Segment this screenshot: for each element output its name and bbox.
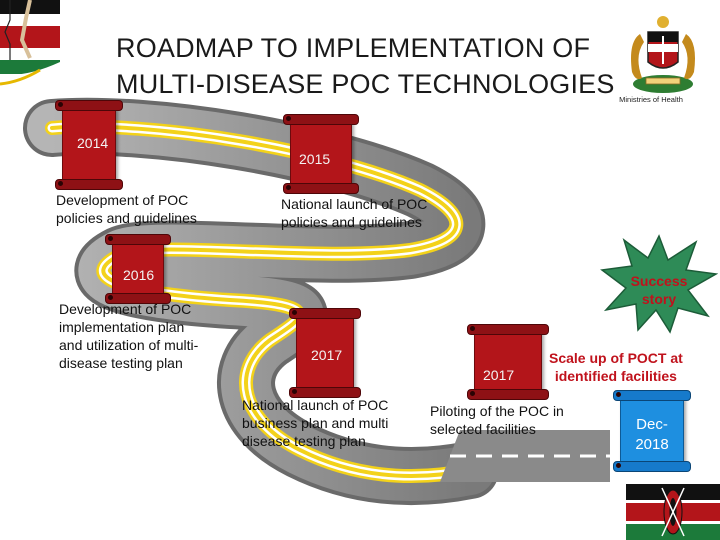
dec-line-1: Dec- bbox=[636, 416, 668, 433]
dec-2018-label: Dec- 2018 bbox=[621, 415, 683, 455]
success-story-label: Success story bbox=[624, 272, 694, 308]
milestone-2015-line-1: National launch of POC bbox=[281, 196, 428, 212]
scale-up-text: Scale up of POCT at identified facilitie… bbox=[549, 349, 683, 385]
year-2017-pilot: 2017 bbox=[483, 367, 515, 383]
year-2014: 2014 bbox=[77, 135, 109, 151]
milestone-2015-line-2: policies and guidelines bbox=[281, 214, 422, 230]
scroll-roll-top bbox=[283, 114, 359, 125]
milestone-2017-launch-text: National launch of POC business plan and… bbox=[242, 396, 388, 450]
scale-up-line-2: identified facilities bbox=[554, 368, 677, 384]
success-line-2: story bbox=[641, 291, 677, 307]
milestone-2015-text: National launch of POC policies and guid… bbox=[281, 195, 427, 231]
dec-line-2: 2018 bbox=[635, 436, 669, 453]
milestone-2016-line-2: implementation plan bbox=[59, 319, 185, 335]
milestone-2017-launch-line-3: disease testing plan bbox=[242, 433, 366, 449]
success-line-1: Success bbox=[630, 273, 688, 289]
page-title: ROADMAP TO IMPLEMENTATION OF MULTI-DISEA… bbox=[116, 30, 616, 102]
kenya-flag-icon bbox=[626, 484, 720, 540]
scroll-2014: 2014 bbox=[55, 100, 123, 190]
scroll-roll-bottom bbox=[55, 179, 123, 190]
scroll-2017-pilot: 2017 bbox=[467, 324, 549, 400]
milestone-2014-line-1: Development of POC bbox=[56, 192, 189, 208]
scroll-roll-bottom bbox=[105, 293, 171, 304]
success-star-icon bbox=[600, 234, 718, 334]
scroll-roll-bottom bbox=[613, 461, 691, 472]
scroll-2016: 2016 bbox=[105, 234, 171, 304]
milestone-2014-line-2: policies and guidelines bbox=[56, 210, 197, 226]
year-2015: 2015 bbox=[299, 151, 331, 167]
milestone-2017-launch-line-1: National launch of POC bbox=[242, 397, 389, 413]
scroll-roll-top bbox=[105, 234, 171, 245]
kenya-flag-stripes-top bbox=[0, 0, 60, 110]
milestone-2014-text: Development of POC policies and guidelin… bbox=[56, 191, 197, 227]
scroll-2017-launch: 2017 bbox=[289, 308, 361, 398]
scroll-roll-top bbox=[55, 100, 123, 111]
scroll-2015: 2015 bbox=[283, 114, 359, 194]
title-line-2: MULTI-DISEASE POC TECHNOLOGIES bbox=[116, 69, 615, 99]
milestone-2017-launch-line-2: business plan and multi bbox=[242, 415, 389, 431]
milestone-2016-line-3: and utilization of multi- bbox=[59, 337, 199, 353]
milestone-2017-pilot-line-2: selected facilities bbox=[430, 421, 536, 437]
scroll-roll-bottom bbox=[283, 183, 359, 194]
scale-up-line-1: Scale up of POCT at bbox=[549, 350, 683, 366]
year-2016: 2016 bbox=[123, 267, 155, 283]
scroll-dec-2018: Dec- 2018 bbox=[613, 390, 691, 472]
milestone-2016-line-4: disease testing plan bbox=[59, 355, 183, 371]
year-2017-launch: 2017 bbox=[311, 347, 343, 363]
milestone-2016-text: Development of POC implementation plan a… bbox=[59, 300, 198, 372]
ministry-label: Ministries of Health bbox=[619, 95, 683, 104]
scroll-roll-bottom bbox=[289, 387, 361, 398]
coat-of-arms-icon bbox=[631, 16, 695, 93]
milestone-2017-pilot-line-1: Piloting of the POC in bbox=[430, 403, 564, 419]
milestone-2017-pilot-text: Piloting of the POC in selected faciliti… bbox=[430, 402, 564, 438]
scroll-roll-bottom bbox=[467, 389, 549, 400]
scroll-roll-top bbox=[289, 308, 361, 319]
scroll-roll-top bbox=[613, 390, 691, 401]
title-line-1: ROADMAP TO IMPLEMENTATION OF bbox=[116, 33, 591, 63]
milestone-2016-line-1: Development of POC bbox=[59, 301, 192, 317]
scroll-roll-top bbox=[467, 324, 549, 335]
